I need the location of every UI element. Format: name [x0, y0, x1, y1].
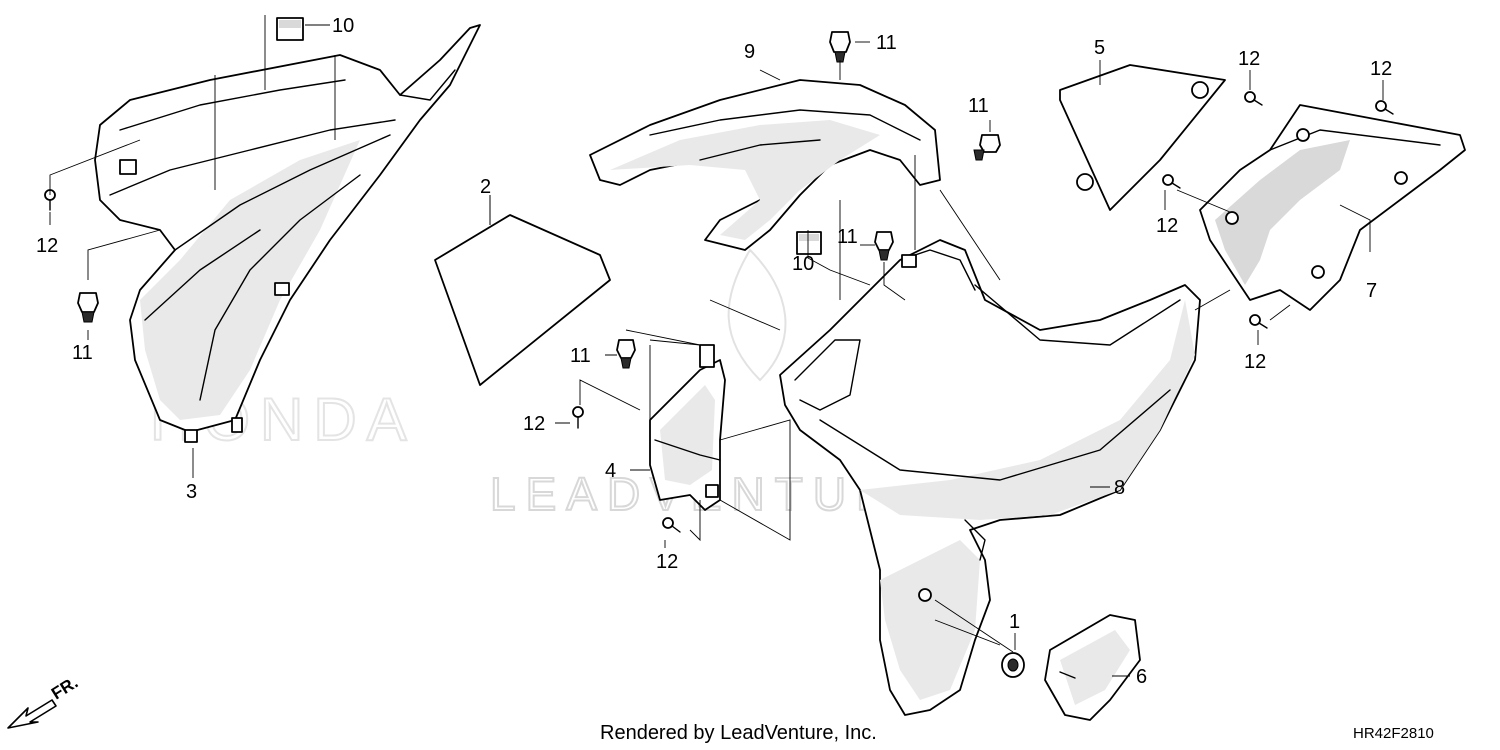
- part-11-clip-upper[interactable]: [973, 134, 1001, 161]
- part-11-clip-center[interactable]: [616, 339, 636, 369]
- part-5-plate[interactable]: [1059, 64, 1226, 211]
- front-label: FR.: [48, 673, 81, 704]
- part-8-main-side-cover[interactable]: [779, 239, 1201, 716]
- callout-12-center-upper: 12: [523, 413, 545, 435]
- callout-11-top: 11: [876, 32, 897, 54]
- callout-12-left: 12: [36, 235, 58, 257]
- callout-12-right-top2: 12: [1370, 58, 1392, 80]
- callout-11-left: 11: [72, 342, 93, 364]
- part-12-screw-right-top2[interactable]: [1375, 100, 1394, 115]
- part-10-clip-mid[interactable]: [796, 231, 822, 255]
- leader-lines: [49, 24, 1384, 677]
- part-3-left-side-cover[interactable]: [94, 15, 481, 443]
- part-12-screw-right-bottom[interactable]: [1249, 314, 1268, 329]
- watermark-flame-icon: [727, 248, 787, 382]
- callout-2: 2: [480, 176, 491, 198]
- part-6-small-cover[interactable]: [1044, 614, 1141, 721]
- callout-11-center: 11: [570, 345, 591, 367]
- part-1-grommet[interactable]: [1001, 652, 1025, 678]
- front-arrow-icon: [7, 699, 57, 729]
- callout-11-mid: 11: [837, 226, 858, 248]
- part-12-screw-center-lower[interactable]: [662, 517, 681, 533]
- callout-3: 3: [186, 481, 197, 503]
- front-direction-indicator: FR.: [7, 673, 81, 729]
- callout-12-center-lower: 12: [656, 551, 678, 573]
- part-12-screw-right-mid[interactable]: [1162, 174, 1181, 189]
- part-11-clip-left[interactable]: [77, 292, 99, 323]
- callout-5: 5: [1094, 37, 1105, 59]
- callout-10-mid: 10: [792, 253, 814, 275]
- part-10-clip-top[interactable]: [276, 17, 304, 41]
- callout-12-right-mid: 12: [1156, 215, 1178, 237]
- callout-10-top: 10: [332, 15, 354, 37]
- callout-12-right-bottom: 12: [1244, 351, 1266, 373]
- callout-11-upper: 11: [968, 95, 989, 117]
- callout-1: 1: [1009, 611, 1020, 633]
- part-11-clip-mid[interactable]: [874, 231, 894, 261]
- callout-7: 7: [1366, 280, 1377, 302]
- rendered-by-text: Rendered by LeadVenture, Inc.: [600, 722, 877, 744]
- callout-8: 8: [1114, 477, 1125, 499]
- part-9-upper-cover[interactable]: [589, 79, 941, 251]
- part-4-inner-panel[interactable]: [649, 344, 726, 511]
- callout-12-right-top: 12: [1238, 48, 1260, 70]
- diagram-code: HR42F2810: [1353, 725, 1434, 742]
- part-12-screw-right-top[interactable]: [1244, 91, 1263, 106]
- callouts: 10 11 9 5 12 12 11 2 12 11 12 10 7 11 12…: [36, 15, 1392, 688]
- part-12-screw-center-upper[interactable]: [572, 406, 584, 429]
- callout-6: 6: [1136, 666, 1147, 688]
- part-11-clip-top[interactable]: [829, 31, 851, 63]
- part-7-right-cover[interactable]: [1199, 104, 1466, 311]
- callout-4: 4: [605, 460, 616, 482]
- callout-9: 9: [744, 41, 755, 63]
